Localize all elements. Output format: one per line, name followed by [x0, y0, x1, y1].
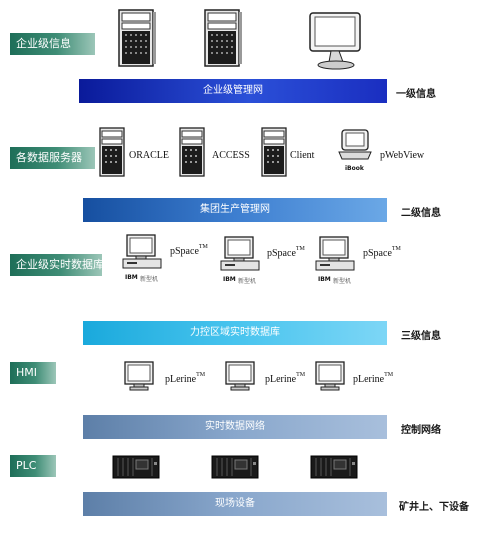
ibm-model-caption: 新型机 [140, 276, 159, 283]
server-tower-icon [261, 127, 287, 177]
tier-label-enterprise-realtime-db: 企业级实时数据库 [10, 254, 104, 276]
plc-rack-icon [112, 455, 160, 479]
level-label-third: 三级信息 [401, 331, 441, 342]
band-realtime-data-network: 实时数据网络 [83, 415, 387, 439]
desktop-pc-icon [315, 236, 355, 271]
level-label-second: 二级信息 [401, 208, 441, 219]
band-field-devices: 现场设备 [83, 492, 387, 516]
level-label-first: 一级信息 [396, 89, 436, 100]
hmi-monitor-icon [124, 361, 154, 391]
plc-rack-icon [310, 455, 358, 479]
desktop-pc-icon [122, 234, 162, 269]
tier-label-enterprise-info: 企业级信息 [10, 33, 95, 55]
band-enterprise-management-network: 企业级管理网 [79, 79, 387, 103]
ibm-brand-caption: IBM [125, 274, 138, 281]
tier-label-hmi: HMI [10, 362, 56, 384]
server-tower-icon [204, 9, 242, 67]
pspace-label: pSpaceTM [267, 246, 305, 259]
server-tower-icon [179, 127, 205, 177]
hmi-monitor-icon [315, 361, 345, 391]
pspace-label: pSpaceTM [363, 246, 401, 259]
plc-rack-icon [211, 455, 259, 479]
pspace-label: pSpaceTM [170, 244, 208, 257]
server-label-access: ACCESS [212, 150, 250, 161]
plerine-label: pLerineTM [353, 372, 394, 385]
server-label-pwebview: pWebView [380, 150, 425, 161]
desktop-pc-icon [220, 236, 260, 271]
level-label-mine-equipment: 矿井上、下设备 [399, 502, 469, 513]
server-tower-icon [118, 9, 156, 67]
server-label-client: Client [290, 150, 315, 161]
hmi-monitor-icon [225, 361, 255, 391]
ibm-brand-caption: IBM [223, 276, 236, 283]
band-area-realtime-db: 力控区域实时数据库 [83, 321, 387, 345]
band-group-production-network: 集团生产管理网 [83, 198, 387, 222]
ibook-caption: iBook [345, 165, 364, 172]
server-tower-icon [99, 127, 125, 177]
level-label-control-network: 控制网络 [401, 425, 441, 436]
flat-panel-monitor-icon [309, 12, 361, 70]
ibm-model-caption: 新型机 [238, 278, 257, 285]
ibm-model-caption: 新型机 [333, 278, 352, 285]
tier-label-plc: PLC [10, 455, 56, 477]
ibm-brand-caption: IBM [318, 276, 331, 283]
server-label-oracle: ORACLE [129, 150, 169, 161]
ibook-laptop-icon [338, 129, 372, 160]
tier-label-data-servers: 各数据服务器 [10, 147, 95, 169]
plerine-label: pLerineTM [165, 372, 206, 385]
plerine-label: pLerineTM [265, 372, 306, 385]
